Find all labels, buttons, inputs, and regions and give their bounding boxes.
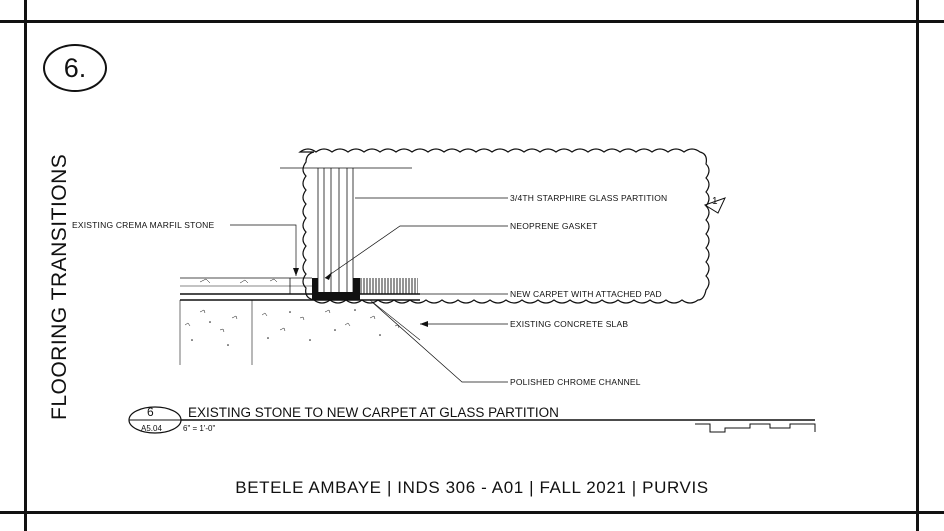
detail-scale: 6" = 1'-0" — [183, 424, 216, 433]
left-border — [24, 0, 27, 531]
callout-glass-partition: 3/4TH STARPHIRE GLASS PARTITION — [510, 193, 668, 203]
detail-tag-number: 6 — [147, 405, 154, 419]
revision-cloud — [298, 148, 710, 304]
top-border — [0, 20, 944, 23]
callout-stone: EXISTING CREMA MARFIL STONE — [72, 220, 215, 230]
callout-carpet: NEW CARPET WITH ATTACHED PAD — [510, 289, 662, 299]
detail-title: EXISTING STONE TO NEW CARPET AT GLASS PA… — [188, 405, 559, 420]
callout-gasket: NEOPRENE GASKET — [510, 221, 598, 231]
glass-partition — [280, 167, 412, 292]
concrete-slab — [179, 299, 421, 365]
leader-arrows — [293, 268, 428, 327]
footer-credits: BETELE AMBAYE | INDS 306 - A01 | FALL 20… — [235, 478, 709, 497]
chrome-channel — [312, 278, 360, 300]
carpet — [360, 278, 418, 294]
leader-lines — [230, 197, 508, 383]
detail-tag — [128, 406, 815, 434]
right-border — [916, 0, 919, 531]
scale-bar — [695, 423, 816, 433]
detail-number-circle: 6. — [43, 44, 107, 92]
callout-channel: POLISHED CHROME CHANNEL — [510, 377, 641, 387]
callout-slab: EXISTING CONCRETE SLAB — [510, 319, 629, 329]
detail-tag-sheet: A5.04 — [141, 424, 162, 433]
revision-triangle — [703, 197, 726, 214]
revision-number: 1 — [712, 196, 718, 207]
bottom-border — [0, 511, 944, 514]
detail-number: 6. — [63, 52, 87, 83]
